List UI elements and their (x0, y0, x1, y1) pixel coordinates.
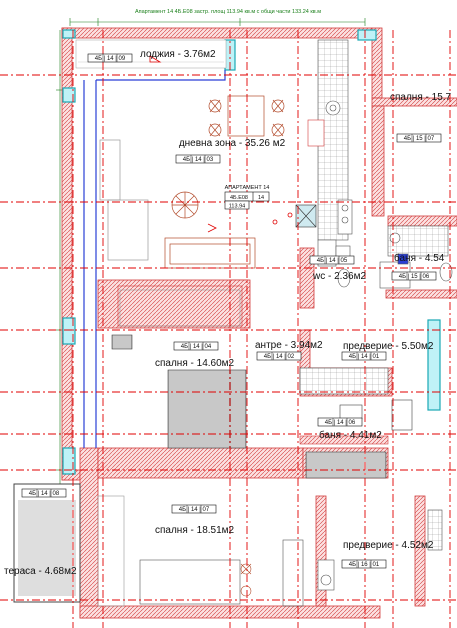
room-tag-text: 4Б | 14 | 07 (179, 507, 210, 513)
room-tag-text: 4Б | 14 | 05 (317, 258, 348, 264)
room-label-bedroom-mid: спалня - 14.60м2 (155, 358, 235, 369)
room-tag-bedroom-right-top: 4Б | 15 | 07 (396, 133, 442, 143)
room-tag-box (341, 351, 387, 361)
bedroom-bottom-furniture (97, 495, 304, 607)
room-tag-box (21, 488, 67, 498)
room-tag-text: 4Б | 14 | 09 (95, 56, 126, 62)
room-tag-box (256, 351, 302, 361)
room-label-terrace: тераса - 4.68м2 (4, 566, 77, 577)
room-tag-text: 4Б | 14 | 06 (325, 420, 356, 426)
room-tag-box (171, 504, 217, 514)
room-label-wc: wc - 2.36м2 (312, 271, 366, 282)
room-tag-entry: 4Б | 14 | 02 (256, 351, 302, 361)
room-tag-box (341, 559, 387, 569)
room-label-bedroom-right-top: спалня - 15.7 (390, 92, 452, 103)
room-tag-bedroom-bottom: 4Б | 14 | 07 (171, 504, 217, 514)
apartment-badge: АПАРТАМЕНТ 14 4Б.Е08 14 113.94 (225, 185, 270, 210)
room-label-bedroom-bottom: спалня - 18.51м2 (155, 525, 235, 536)
facade-line (83, 70, 226, 448)
apartment-badge-title: АПАРТАМЕНТ 14 (225, 185, 270, 191)
kitchen-counter (307, 39, 353, 241)
room-tag-loggia: 4Б | 14 | 09 (87, 53, 133, 63)
room-tag-wc: 4Б | 14 | 05 (309, 255, 355, 265)
room-label-entry: антре - 3.94м2 (255, 340, 323, 351)
room-tag-text: 4Б | 14 | 04 (181, 344, 212, 350)
room-tag-text: 4Б | 15 | 07 (404, 136, 435, 142)
room-tag-hall-top: 4Б | 14 | 01 (341, 351, 387, 361)
room-label-hall-bottom: предверие - 4.52м2 (343, 540, 434, 551)
axis-lines (0, 30, 457, 628)
room-tag-text: 4Б | 14 | 08 (29, 491, 60, 497)
axis-markers (149, 55, 293, 233)
entry-wardrobe (299, 367, 389, 445)
apartment-badge-code-b: 14 (258, 195, 264, 201)
apartment-badge-code-a: 4Б.Е08 (230, 195, 248, 201)
room-tag-box (309, 255, 355, 265)
room-tag-living: 4Б | 14 | 03 (175, 154, 221, 164)
apartment-badge-area: 113.94 (229, 204, 245, 210)
room-tag-box (317, 417, 363, 427)
room-tag-bath: 4Б | 14 | 06 (317, 417, 363, 427)
room-tag-text: 4Б | 14 | 03 (183, 157, 214, 163)
hall-bottom-fixtures (317, 509, 443, 591)
windows (62, 29, 441, 475)
room-tag-text: 4Б | 16 | 01 (349, 562, 380, 568)
room-label-bath-right: баня - 4.54 (394, 252, 445, 264)
room-label-living: дневна зона - 35.26 м2 (179, 138, 286, 149)
room-label-bath: баня - 4.41м2 (319, 429, 382, 441)
header-area-text: Апартамент 14 4Б.Е08 застр. площ 113.94 … (135, 9, 321, 15)
room-label-loggia: лоджия - 3.76м2 (140, 49, 216, 60)
room-labels: 4Б | 14 | 09 лоджия - 3.76м2 4Б | 14 | 03 д… (4, 49, 452, 577)
bath-fixtures (305, 399, 413, 479)
room-tag-box (391, 271, 437, 281)
room-tag-bedroom-mid: 4Б | 14 | 04 (173, 341, 219, 351)
room-tag-bath-right: 4Б | 15 | 06 (391, 271, 437, 281)
room-tag-text: 4Б | 15 | 06 (399, 274, 430, 280)
living-furniture (99, 95, 285, 269)
room-tag-text: 4Б | 14 | 02 (264, 354, 295, 360)
room-tag-hall-bottom: 4Б | 16 | 01 (341, 559, 387, 569)
bedroom-mid-furniture (111, 285, 247, 449)
room-tag-box (396, 133, 442, 143)
electrical-panel (295, 204, 317, 228)
room-tag-box (175, 154, 221, 164)
room-label-hall-top: предверие - 5.50м2 (343, 341, 434, 352)
room-tag-text: 4Б | 14 | 01 (349, 354, 380, 360)
terrace-room (13, 483, 81, 603)
room-tag-terrace: 4Б | 14 | 08 (21, 488, 67, 498)
room-tag-box (87, 53, 133, 63)
room-tag-box (173, 341, 219, 351)
